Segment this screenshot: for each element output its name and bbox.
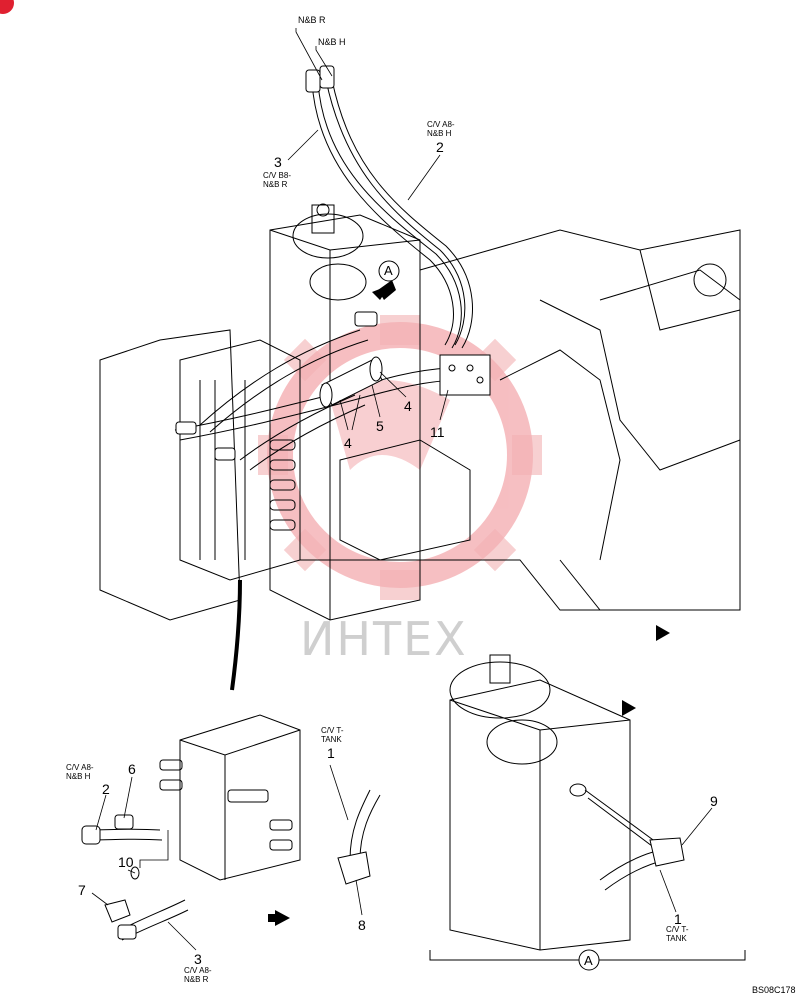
view-a-leaders bbox=[659, 807, 713, 913]
callout-9: 9 bbox=[710, 793, 718, 809]
callout-3: 3 bbox=[274, 154, 282, 170]
control-valve bbox=[99, 329, 301, 621]
view-a-arrow-icon bbox=[372, 280, 396, 300]
detail-tank-hose bbox=[349, 789, 381, 861]
view-a-callout-1-desc-1: C/V T- bbox=[666, 925, 689, 934]
callout-4b: 4 bbox=[404, 398, 412, 414]
view-a-circle-icon bbox=[578, 949, 600, 971]
callout-1-desc-1: C/V T- bbox=[321, 726, 344, 735]
callout-2-desc-2: N&B H bbox=[427, 129, 452, 138]
elbow-fitting-upper bbox=[175, 311, 378, 461]
watermark-text: ИНТЕХ bbox=[300, 612, 468, 666]
callout-3-desc-1: C/V B8- bbox=[263, 171, 292, 180]
view-a-callout-1-desc-2: TANK bbox=[666, 934, 687, 943]
drawing-code: BS08C178 bbox=[752, 985, 796, 995]
watermark-gear-teeth bbox=[258, 315, 542, 600]
callout-1-desc-2: TANK bbox=[321, 735, 342, 744]
detail-callout-3: 3 bbox=[194, 951, 202, 967]
detail-tank-fitting bbox=[337, 851, 371, 885]
callout-4a: 4 bbox=[344, 435, 352, 451]
callout-6: 6 bbox=[128, 761, 136, 777]
detail-callout-3-desc-2: N&B R bbox=[184, 975, 209, 984]
hose-2-c-v-a8-nb-h bbox=[325, 79, 473, 349]
detail-fittings bbox=[81, 814, 140, 940]
view-a-bracket bbox=[429, 950, 746, 961]
hydraulic-tank bbox=[269, 203, 421, 621]
view-a-label-top: A bbox=[384, 263, 393, 278]
callout-3-desc-2: N&B R bbox=[263, 180, 288, 189]
view-a-tank bbox=[449, 654, 631, 951]
callout-2: 2 bbox=[436, 139, 444, 155]
detail-callout-2-desc-1: C/V A8- bbox=[66, 763, 94, 772]
detail-callout-3-desc-1: C/V A8- bbox=[184, 966, 212, 975]
callout-11: 11 bbox=[430, 424, 445, 440]
callout-7: 7 bbox=[78, 882, 86, 898]
view-a-callout-1: 1 bbox=[674, 911, 682, 927]
clamp-bracket-11 bbox=[439, 354, 491, 396]
detail-connector bbox=[230, 579, 242, 691]
detail-leaders bbox=[91, 764, 363, 951]
valve-spools bbox=[269, 439, 296, 531]
top-fittings bbox=[305, 65, 335, 93]
view-a-circle-icon bbox=[378, 260, 400, 282]
detail-callout-2-desc-2: N&B H bbox=[66, 772, 91, 781]
label-nb-r-top: N&B R bbox=[298, 15, 326, 25]
corner-marker-icon bbox=[0, 0, 14, 14]
hose-3-c-v-b8-nb-r bbox=[311, 81, 462, 349]
view-a-fitting bbox=[649, 837, 685, 867]
label-nb-h-top: N&B H bbox=[318, 37, 346, 47]
detail-control-valve bbox=[159, 714, 301, 881]
callout-2-desc-1: C/V A8- bbox=[427, 120, 455, 129]
detail-hoses-left bbox=[89, 828, 189, 941]
callout-8: 8 bbox=[358, 917, 366, 933]
machine-frame bbox=[300, 229, 741, 611]
callout-5: 5 bbox=[376, 418, 384, 434]
hose-bundle bbox=[174, 329, 456, 471]
leader-lines bbox=[287, 28, 449, 431]
callout-10: 10 bbox=[118, 854, 134, 870]
view-a-label-bottom: A bbox=[584, 953, 593, 968]
protective-sleeve-5 bbox=[319, 356, 383, 408]
arrow-pointer-icon bbox=[268, 910, 290, 926]
detail-callout-2: 2 bbox=[102, 781, 110, 797]
callout-1: 1 bbox=[327, 745, 335, 761]
arrow-pointer-icon bbox=[622, 625, 670, 716]
